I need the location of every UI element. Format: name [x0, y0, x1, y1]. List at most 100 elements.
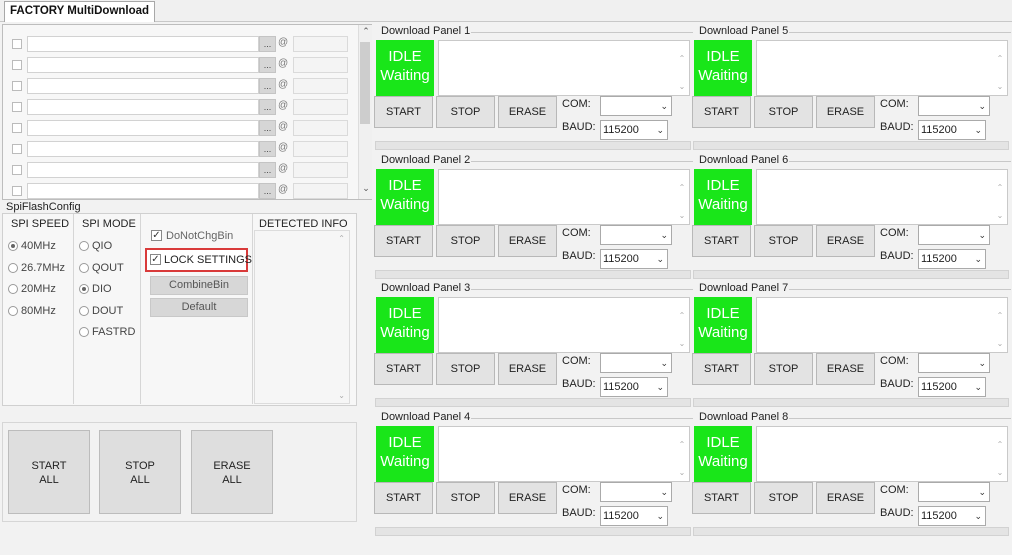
erase-button[interactable]: ERASE — [498, 224, 557, 257]
donotchgbin-checkbox[interactable]: ✓ — [151, 230, 162, 241]
file-enable-checkbox[interactable] — [12, 123, 22, 133]
scroll-icon[interactable]: ⌃⌄ — [678, 311, 686, 349]
spi-mode-radio[interactable] — [79, 262, 89, 273]
stop-button[interactable]: STOP — [436, 482, 495, 515]
spi-mode-radio[interactable] — [79, 305, 89, 316]
file-path-input[interactable] — [27, 120, 259, 136]
scroll-icon[interactable]: ⌃⌄ — [678, 440, 686, 478]
baud-select[interactable]: 115200⌄ — [918, 506, 986, 527]
baud-select[interactable]: 115200⌄ — [918, 120, 986, 140]
flash-address-input[interactable] — [293, 57, 348, 73]
stop-button[interactable]: STOP — [754, 96, 813, 128]
stop-button[interactable]: STOP — [436, 353, 495, 386]
com-select[interactable]: ⌄ — [918, 96, 990, 116]
browse-button[interactable]: ... — [259, 141, 276, 157]
erase-button[interactable]: ERASE — [498, 482, 557, 515]
stop-all-button[interactable]: STOP ALL — [99, 430, 181, 514]
scroll-icon[interactable]: ⌃⌄ — [996, 440, 1004, 478]
file-path-input[interactable] — [27, 99, 259, 115]
file-path-input[interactable] — [27, 36, 259, 52]
stop-button[interactable]: STOP — [436, 96, 495, 128]
scroll-thumb[interactable] — [360, 42, 370, 124]
baud-select[interactable]: 115200⌄ — [918, 248, 986, 269]
erase-button[interactable]: ERASE — [498, 96, 557, 128]
com-select[interactable]: ⌄ — [918, 224, 990, 245]
erase-button[interactable]: ERASE — [816, 224, 875, 257]
file-enable-checkbox[interactable] — [12, 144, 22, 154]
stop-button[interactable]: STOP — [436, 224, 495, 257]
file-enable-checkbox[interactable] — [12, 165, 22, 175]
spi-speed-radio[interactable] — [8, 284, 18, 294]
lock-settings-checkbox[interactable]: ✓ — [150, 254, 161, 265]
erase-button[interactable]: ERASE — [816, 96, 875, 128]
start-button[interactable]: START — [374, 96, 433, 128]
flash-address-input[interactable] — [293, 99, 348, 115]
browse-button[interactable]: ... — [259, 57, 276, 73]
start-button[interactable]: START — [374, 353, 433, 386]
start-button[interactable]: START — [374, 224, 433, 257]
flash-address-input[interactable] — [293, 141, 348, 157]
file-path-input[interactable] — [27, 162, 259, 178]
browse-button[interactable]: ... — [259, 183, 276, 199]
flash-address-input[interactable] — [293, 120, 348, 136]
erase-button[interactable]: ERASE — [816, 482, 875, 515]
erase-button[interactable]: ERASE — [816, 353, 875, 386]
baud-select[interactable]: 115200⌄ — [918, 377, 986, 398]
spi-speed-radio[interactable] — [8, 241, 18, 251]
scroll-icon[interactable]: ⌃⌄ — [996, 54, 1004, 91]
scroll-icon[interactable]: ⌃⌄ — [678, 54, 686, 91]
scroll-up-icon[interactable]: ⌃ — [362, 26, 370, 36]
scroll-down-icon[interactable]: ⌄ — [338, 391, 345, 400]
file-enable-checkbox[interactable] — [12, 186, 22, 196]
com-select[interactable]: ⌄ — [600, 353, 672, 374]
start-all-button[interactable]: START ALL — [8, 430, 90, 514]
browse-button[interactable]: ... — [259, 78, 276, 94]
file-path-input[interactable] — [27, 183, 259, 199]
scroll-down-icon[interactable]: ⌄ — [362, 183, 370, 193]
flash-address-input[interactable] — [293, 162, 348, 178]
scroll-up-icon[interactable]: ⌃ — [338, 234, 345, 243]
flash-address-input[interactable] — [293, 36, 348, 52]
com-select[interactable]: ⌄ — [918, 482, 990, 503]
com-select[interactable]: ⌄ — [600, 482, 672, 503]
tab-factory-multidownload[interactable]: FACTORY MultiDownload — [4, 1, 156, 22]
erase-button[interactable]: ERASE — [498, 353, 557, 386]
default-button[interactable]: Default — [150, 298, 248, 317]
baud-select[interactable]: 115200⌄ — [600, 377, 668, 398]
spi-mode-radio[interactable] — [79, 241, 89, 251]
spi-mode-radio[interactable] — [79, 284, 89, 294]
baud-select[interactable]: 115200⌄ — [600, 248, 668, 269]
file-path-input[interactable] — [27, 78, 259, 94]
browse-button[interactable]: ... — [259, 162, 276, 178]
file-enable-checkbox[interactable] — [12, 60, 22, 70]
browse-button[interactable]: ... — [259, 36, 276, 52]
flash-address-input[interactable] — [293, 78, 348, 94]
spi-speed-radio[interactable] — [8, 262, 18, 273]
baud-select[interactable]: 115200⌄ — [600, 506, 668, 527]
browse-button[interactable]: ... — [259, 99, 276, 115]
combinebin-button[interactable]: CombineBin — [150, 276, 248, 295]
file-enable-checkbox[interactable] — [12, 81, 22, 91]
start-button[interactable]: START — [374, 482, 433, 515]
com-select[interactable]: ⌄ — [600, 224, 672, 245]
scroll-icon[interactable]: ⌃⌄ — [996, 311, 1004, 349]
com-select[interactable]: ⌄ — [600, 96, 672, 116]
baud-select[interactable]: 115200⌄ — [600, 120, 668, 140]
file-enable-checkbox[interactable] — [12, 102, 22, 112]
stop-button[interactable]: STOP — [754, 224, 813, 257]
start-button[interactable]: START — [692, 224, 751, 257]
file-enable-checkbox[interactable] — [12, 39, 22, 49]
spi-mode-radio[interactable] — [79, 327, 89, 337]
flash-address-input[interactable] — [293, 183, 348, 199]
start-button[interactable]: START — [692, 96, 751, 128]
stop-button[interactable]: STOP — [754, 482, 813, 515]
file-path-input[interactable] — [27, 141, 259, 157]
browse-button[interactable]: ... — [259, 120, 276, 136]
com-select[interactable]: ⌄ — [918, 353, 990, 374]
start-button[interactable]: START — [692, 353, 751, 386]
file-path-input[interactable] — [27, 57, 259, 73]
stop-button[interactable]: STOP — [754, 353, 813, 386]
scroll-icon[interactable]: ⌃⌄ — [678, 182, 686, 220]
scroll-icon[interactable]: ⌃⌄ — [996, 182, 1004, 220]
spi-speed-radio[interactable] — [8, 305, 18, 316]
